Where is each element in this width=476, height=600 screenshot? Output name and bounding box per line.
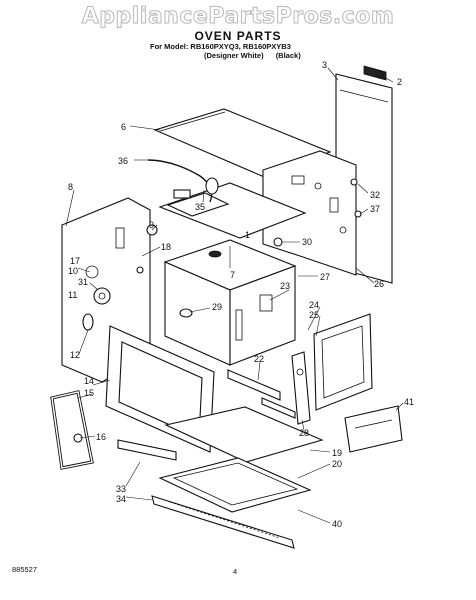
variant-line: (Designer White) (Black) [204,51,311,60]
callout-37: 37 [370,204,380,214]
page-title: OVEN PARTS [194,29,282,43]
model-line: For Model: RB160PXYQ3, RB160PXYB3 [150,42,291,51]
callout-32: 32 [370,190,380,200]
callout-19: 19 [332,448,342,458]
callout-9: 9 [149,220,154,230]
top-cover [153,108,332,177]
latch-assembly [291,351,311,425]
callout-23: 23 [280,281,290,291]
wire-harness [147,159,219,203]
callout-17: 17 [70,256,80,266]
callout-12: 12 [70,350,80,360]
small-bracket [117,439,177,461]
bottom-panel [158,406,324,513]
callout-26: 26 [374,279,384,289]
bottom-bracket [227,369,296,419]
callout-11: 11 [68,290,77,300]
callout-1: 1 [245,230,250,240]
callout-24: 24 [309,300,319,310]
page-number: 4 [233,567,238,576]
variant-white: (Designer White) [204,51,264,60]
callout-40: 40 [332,519,342,529]
callout-33: 33 [116,484,126,494]
callout-31: 31 [78,277,88,287]
callout-36: 36 [118,156,128,166]
variant-black: (Black) [275,51,301,60]
callout-35: 35 [195,202,205,212]
callout-25: 25 [309,310,319,320]
callout-22: 22 [254,354,264,364]
fasteners [73,70,384,443]
rear-wrapper [262,150,357,276]
callout-30: 30 [302,237,312,247]
callout-15: 15 [84,388,94,398]
callout-16: 16 [96,432,106,442]
callout-27: 27 [320,272,330,282]
callout-6: 6 [121,122,126,132]
side-duct [313,313,373,411]
document-number: 885527 [12,565,38,574]
callout-41: 41 [404,397,414,407]
callout-14: 14 [84,376,94,386]
callout-34: 34 [116,494,126,504]
vent-strip [151,495,295,549]
callout-18: 18 [161,242,171,252]
trim-piece [344,405,403,453]
callout-3: 3 [322,60,327,70]
callout-labels: 2 3 6 36 32 37 8 35 9 30 18 17 10 31 11 … [68,60,414,529]
callout-28: 28 [299,428,309,438]
callout-2: 2 [397,77,402,87]
door-gasket [50,390,94,470]
top-wrapper [158,182,307,239]
callout-7: 7 [230,270,235,280]
callout-20: 20 [332,459,342,469]
callout-10: 10 [68,266,78,276]
watermark-logo: AppliancePartsPros.com [81,4,395,30]
callout-29: 29 [212,302,222,312]
callout-leaders [65,67,404,524]
callout-8: 8 [68,182,73,192]
